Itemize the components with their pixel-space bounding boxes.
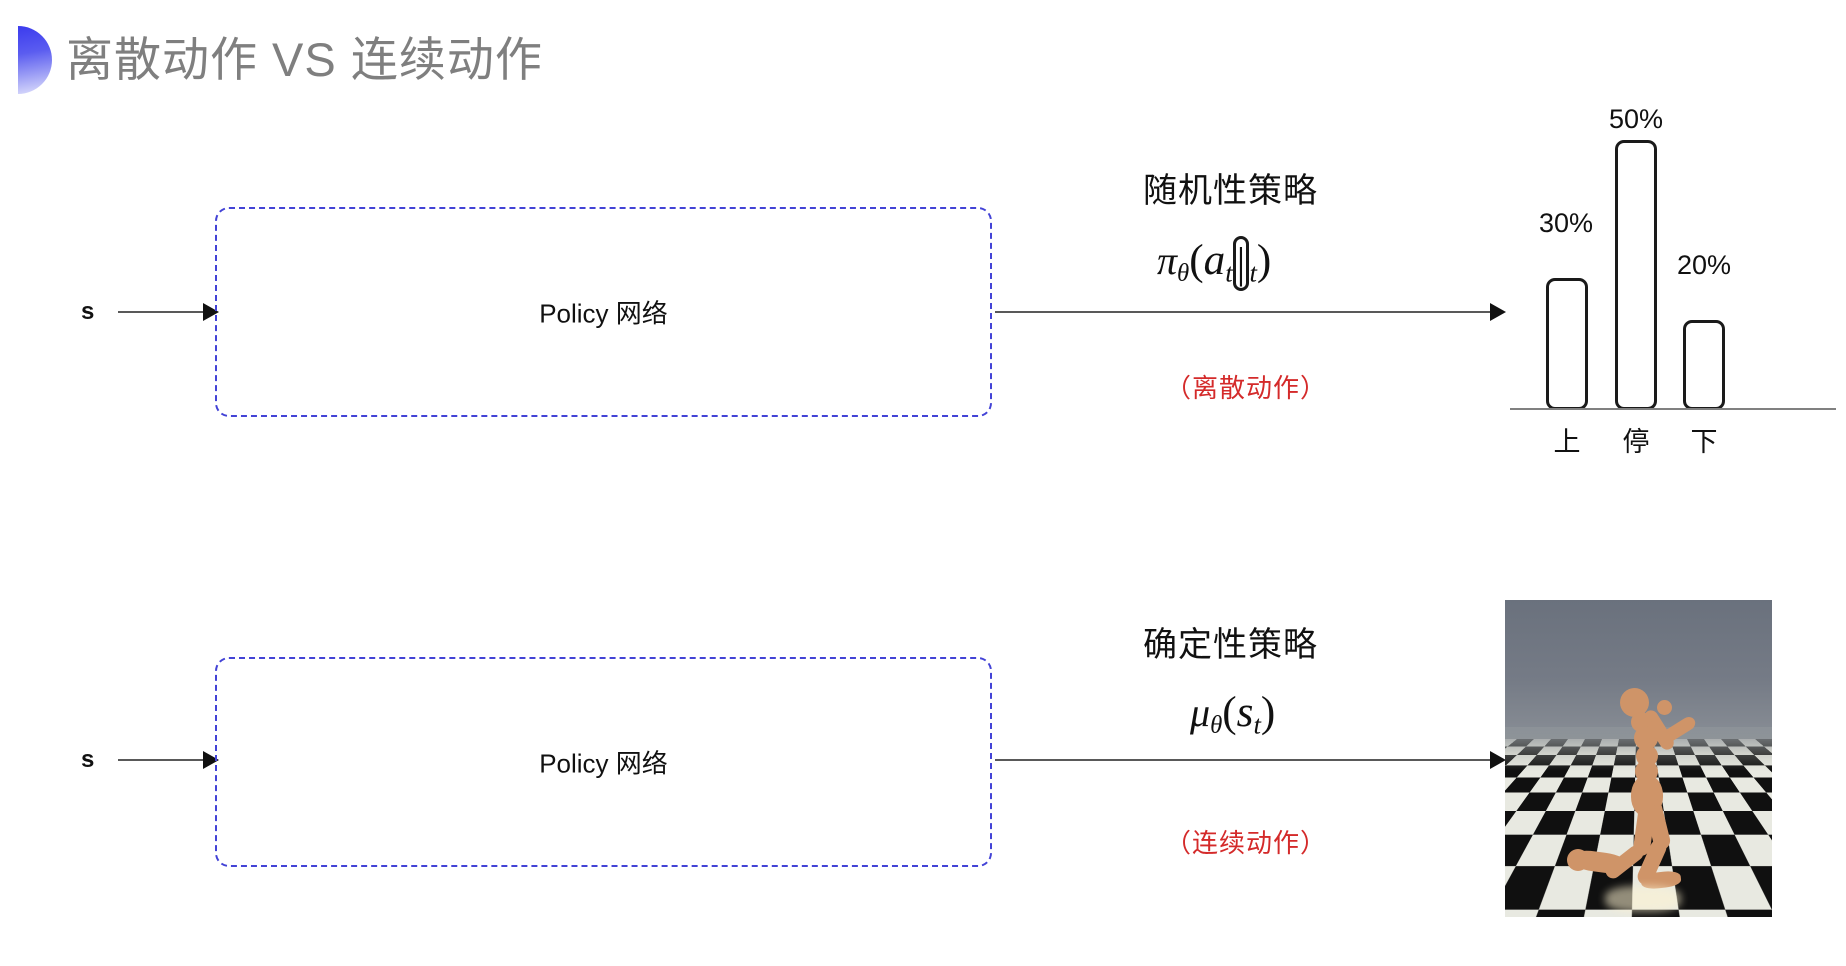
formula-theta-subscript-2: θ [1210,711,1223,739]
formula-args-2: (st) [1222,689,1276,740]
bar-value-up: 30% [1538,208,1594,238]
policy-network-box-continuous[interactable]: Policy 网络 [215,657,992,867]
humanoid-knee-back [1567,849,1589,871]
policy-kind-label-continuous: 确定性策略 [1143,626,1318,664]
humanoid-hand [1657,700,1672,715]
bar-value-down: 20% [1676,250,1732,280]
humanoid-simulation-image [1505,600,1772,917]
policy-network-box-discrete[interactable]: Policy 网络 [215,207,992,417]
sim-floor-reflection [1605,886,1681,912]
formula-pi-symbol: π [1157,238,1178,283]
discrete-action-bar-chart: 30% 50% 20% 上 停 下 [1510,100,1836,457]
output-arrow-line-discrete [995,311,1498,313]
chart-baseline-axis [1510,408,1836,410]
bar-category-down: 下 [1690,427,1718,457]
bar-stop [1615,140,1657,410]
output-arrow-line-continuous [995,759,1498,761]
formula-args: (at|st) [1189,236,1271,291]
policy-network-label-continuous: Policy 网络 [539,748,668,779]
bar-down [1683,320,1725,410]
formula-theta-subscript: θ [1177,259,1190,287]
bar-category-stop: 停 [1622,427,1650,457]
title-bullet-icon [18,26,52,94]
policy-network-label-discrete: Policy 网络 [539,298,668,329]
bar-category-up: 上 [1553,427,1581,457]
policy-kind-label-discrete: 随机性策略 [1143,172,1318,210]
state-input-label-continuous: s [81,746,95,773]
input-arrow-line-discrete [118,311,211,313]
action-kind-label-continuous: （连续动作） [1165,828,1328,858]
input-arrow-line-continuous [118,759,211,761]
state-input-label-discrete: s [81,298,95,325]
formula-mu-symbol: μ [1190,690,1211,735]
bar-up [1546,278,1588,410]
output-arrow-head-discrete [1490,303,1506,321]
policy-formula-continuous: μθ(st) [1190,688,1275,740]
action-kind-label-discrete: （离散动作） [1165,373,1328,403]
bar-value-stop: 50% [1608,104,1664,134]
page-title: 离散动作 VS 连续动作 [66,33,543,86]
policy-formula-discrete: πθ(at|st) [1157,236,1271,291]
output-arrow-head-continuous [1490,751,1506,769]
